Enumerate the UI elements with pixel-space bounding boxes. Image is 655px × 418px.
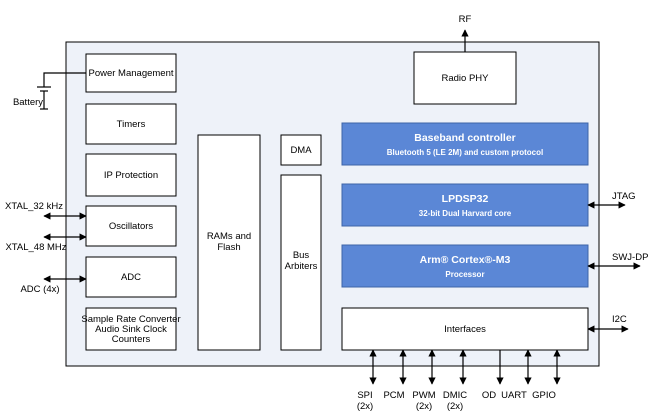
lpdsp32-subtitle: 32-bit Dual Harvard core <box>419 209 512 218</box>
cortex-m3-title: Arm® Cortex®-M3 <box>420 254 511 266</box>
dma-label: DMA <box>290 145 312 156</box>
cortex-m3-block: Arm® Cortex®-M3 Processor <box>341 244 589 288</box>
battery-label: Battery <box>13 97 43 108</box>
cortex-m3-subtitle: Processor <box>445 270 484 279</box>
rams-flash-block: RAMs and Flash <box>197 134 261 351</box>
dmic-label: DMIC <box>443 390 467 401</box>
od-label: OD <box>482 390 496 401</box>
ip-protection-block: IP Protection <box>85 153 177 197</box>
interfaces-label: Interfaces <box>444 324 486 335</box>
power-management-label: Power Management <box>88 68 173 79</box>
interfaces-block: Interfaces <box>341 307 589 351</box>
uart-label: UART <box>501 390 527 401</box>
pwm-label: PWM <box>412 390 435 401</box>
oscillators-block: Oscillators <box>85 205 177 247</box>
radio-phy-block: Radio PHY <box>413 51 517 105</box>
gpio-label: GPIO <box>532 390 556 401</box>
bus-arbiters-line-2: Arbiters <box>285 261 318 272</box>
pwm-count: (2x) <box>416 401 432 412</box>
lpdsp32-block: LPDSP32 32-bit Dual Harvard core <box>341 183 589 227</box>
baseband-controller-block: Baseband controller Bluetooth 5 (LE 2M) … <box>341 122 589 166</box>
i2c-label: I2C <box>612 314 627 325</box>
ip-protection-label: IP Protection <box>104 170 158 181</box>
jtag-label: JTAG <box>612 191 636 202</box>
rf-label: RF <box>459 14 472 25</box>
swj-dp-label: SWJ-DP <box>612 252 648 263</box>
spi-count: (2x) <box>357 401 373 412</box>
sample-rate-converter-block: Sample Rate Converter Audio Sink Clock C… <box>81 307 181 351</box>
dmic-count: (2x) <box>447 401 463 412</box>
dma-block: DMA <box>280 134 322 166</box>
timers-label: Timers <box>117 119 146 130</box>
radio-phy-label: Radio PHY <box>442 73 490 84</box>
bus-arbiters-line-1: Bus <box>293 250 310 261</box>
oscillators-label: Oscillators <box>109 221 154 232</box>
sample-rate-line-2: Audio Sink Clock <box>95 324 167 335</box>
sample-rate-line-3: Counters <box>112 334 151 345</box>
adc-label: ADC <box>121 272 141 283</box>
bus-arbiters-block: Bus Arbiters <box>280 174 322 351</box>
power-management-block: Power Management <box>85 53 177 93</box>
lpdsp32-title: LPDSP32 <box>442 193 489 205</box>
pcm-label: PCM <box>383 390 404 401</box>
adc4x-label: ADC (4x) <box>20 284 59 295</box>
spi-label: SPI <box>357 390 372 401</box>
adc-block: ADC <box>85 256 177 298</box>
baseband-subtitle: Bluetooth 5 (LE 2M) and custom protocol <box>387 148 543 157</box>
timers-block: Timers <box>85 103 177 145</box>
xtal32-label: XTAL_32 kHz <box>5 201 63 212</box>
rams-flash-line-1: RAMs and <box>207 231 251 242</box>
baseband-title: Baseband controller <box>414 132 516 144</box>
battery-icon <box>37 72 86 110</box>
sample-rate-line-1: Sample Rate Converter <box>81 314 180 325</box>
xtal48-label: XTAL_48 MHz <box>5 242 66 253</box>
rams-flash-line-2: Flash <box>217 242 240 253</box>
